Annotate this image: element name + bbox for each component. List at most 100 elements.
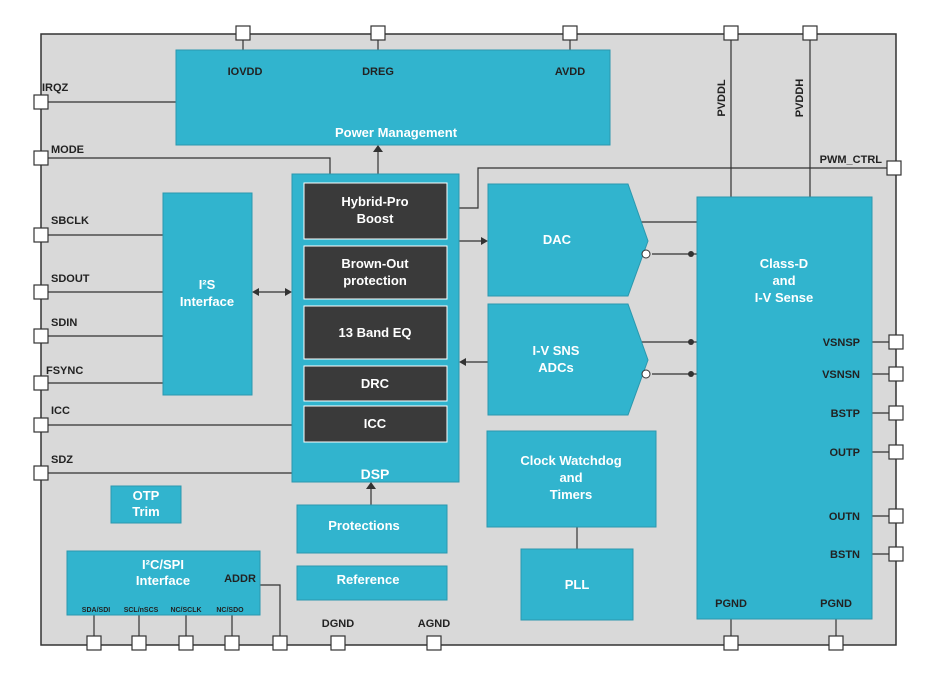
pll-block [520, 548, 634, 621]
vsnsp-label: VSNSP [823, 337, 860, 349]
iv-sense-label: I-V Sense [755, 290, 814, 305]
vsnsn-label: VSNSN [822, 369, 860, 381]
pwm-ctrl-label: PWM_CTRL [820, 154, 883, 166]
nc-sdo-label: NC/SDO [216, 607, 244, 614]
sbclk-pin [33, 227, 49, 243]
sda-sdi-label: SDA/SDI [82, 607, 110, 614]
vsnsp-pin [888, 334, 904, 350]
icc-block [303, 405, 448, 443]
pgnd-right-pin [828, 635, 844, 651]
i2c-interface-label: Interface [136, 573, 190, 588]
i2s-interface-label: Interface [180, 294, 234, 309]
sdin-pin [33, 328, 49, 344]
sbclk-label: SBCLK [51, 215, 89, 227]
protections-block [296, 504, 448, 554]
i2c-spi-label: I²C/SPI [142, 557, 184, 572]
nc-sdo-pin [224, 635, 240, 651]
pll-label: PLL [565, 577, 590, 592]
hybrid-pro-label: Hybrid-Pro [341, 194, 408, 209]
sdout-label: SDOUT [51, 273, 90, 285]
bstn-pin [888, 546, 904, 562]
pvddl-pin [723, 25, 739, 41]
icc-pin-label: ICC [51, 405, 70, 417]
iovdd-label: IOVDD [228, 66, 263, 78]
band-eq-block [303, 305, 448, 360]
outp-label: OUTP [829, 447, 860, 459]
sdin-label: SDIN [51, 317, 77, 329]
timers-label: Timers [550, 487, 592, 502]
wires [48, 40, 893, 636]
icc-pin [33, 417, 49, 433]
bstn-label: BSTN [830, 549, 860, 561]
scl-nscs-pin [131, 635, 147, 651]
iv-sns-adcs-block [487, 303, 649, 416]
i2s-interface-block [162, 192, 253, 396]
reference-label: Reference [337, 572, 400, 587]
pins [33, 25, 904, 651]
fsync-pin [33, 375, 49, 391]
clock-and-label: and [559, 470, 582, 485]
drc-block [303, 365, 448, 402]
agnd-pin [426, 635, 442, 651]
outn-label: OUTN [829, 511, 860, 523]
bstp-pin [888, 405, 904, 421]
pvddh-pin [802, 25, 818, 41]
mode-pin [33, 150, 49, 166]
sda-sdi-pin [86, 635, 102, 651]
scl-nscs-label: SCL/nSCS [124, 607, 159, 614]
trim-label: Trim [132, 504, 159, 519]
hybrid-pro-boost-block [303, 182, 448, 240]
bstp-label: BSTP [831, 408, 860, 420]
avdd-pin [562, 25, 578, 41]
sdz-label: SDZ [51, 454, 73, 466]
reference-block [296, 565, 448, 601]
dreg-label: DREG [362, 66, 394, 78]
boost-label: Boost [357, 211, 395, 226]
pgnd-left-label: PGND [715, 598, 747, 610]
icc-block-label: ICC [364, 416, 387, 431]
addr-label: ADDR [224, 573, 256, 585]
addr-pin [272, 635, 288, 651]
pvddh-label: PVDDH [794, 79, 806, 118]
sdout-pin [33, 284, 49, 300]
otp-label: OTP [133, 488, 160, 503]
pgnd-right-label: PGND [820, 598, 852, 610]
dreg-pin [370, 25, 386, 41]
outp-pin [888, 444, 904, 460]
adcs-label: ADCs [538, 360, 573, 375]
irqz-label: IRQZ [42, 82, 69, 94]
avdd-label: AVDD [555, 66, 585, 78]
dgnd-label: DGND [322, 618, 354, 630]
i2c-spi-interface-block [66, 550, 261, 616]
pvddl-label: PVDDL [716, 79, 728, 117]
drc-label: DRC [361, 376, 390, 391]
i2s-label: I²S [199, 277, 216, 292]
power-management-label: Power Management [335, 125, 458, 140]
protection-label: protection [343, 273, 407, 288]
outn-pin [888, 508, 904, 524]
protections-label: Protections [328, 518, 400, 533]
dac-label: DAC [543, 232, 572, 247]
dgnd-pin [330, 635, 346, 651]
vsnsn-pin [888, 366, 904, 382]
pwm-ctrl-pin [886, 160, 902, 176]
power-management-block [175, 49, 611, 146]
and-label: and [772, 273, 795, 288]
irqz-pin [33, 94, 49, 110]
clock-watchdog-label: Clock Watchdog [520, 453, 621, 468]
otp-trim-block [110, 485, 182, 524]
brown-out-label: Brown-Out [341, 256, 409, 271]
class-d-block [696, 196, 873, 620]
clock-watchdog-block [486, 430, 657, 528]
brown-out-protection-block [303, 245, 448, 300]
nc-sclk-label: NC/SCLK [170, 607, 201, 614]
sdz-pin [33, 465, 49, 481]
iovdd-pin [235, 25, 251, 41]
fsync-label: FSYNC [46, 365, 83, 377]
nc-sclk-pin [178, 635, 194, 651]
iv-sns-label: I-V SNS [533, 343, 580, 358]
pgnd-left-pin [723, 635, 739, 651]
dac-block [487, 183, 649, 297]
dsp-label: DSP [361, 466, 390, 482]
